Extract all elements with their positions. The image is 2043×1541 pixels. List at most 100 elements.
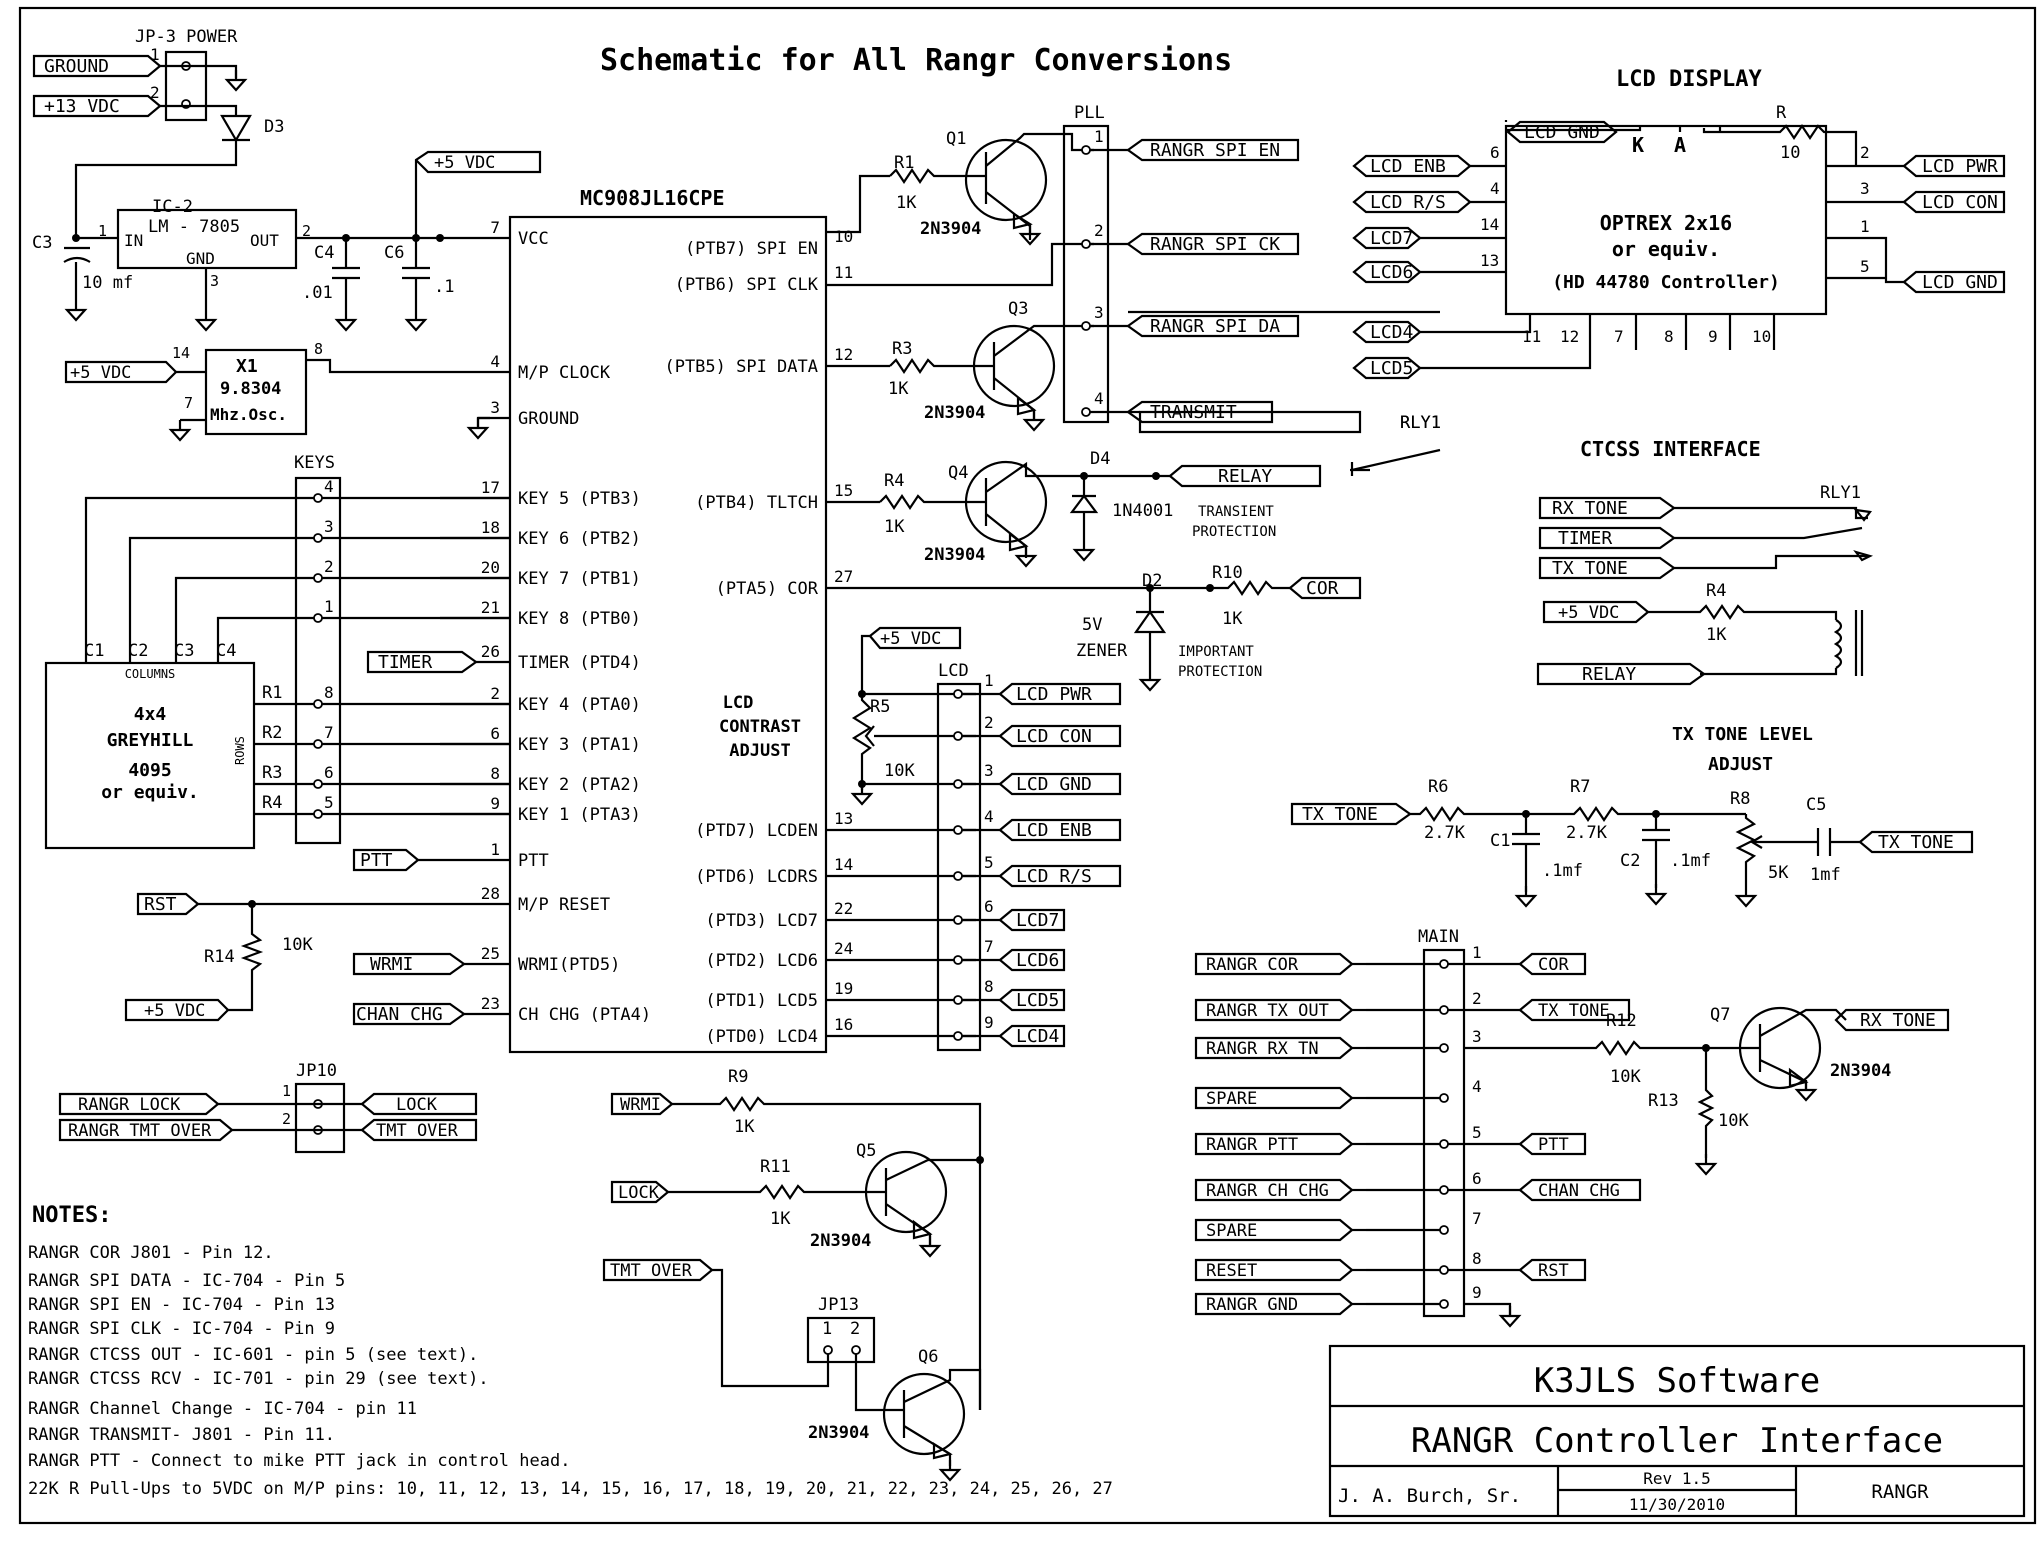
lcd-disp-bottom-pin: 8 (1664, 327, 1674, 346)
lcd-header-tag-label: LCD7 (1016, 910, 1059, 931)
lcd-header-pin (953, 995, 963, 1005)
sheet-title: Schematic for All Rangr Conversions (600, 43, 1232, 78)
ptt-tag (352, 848, 420, 872)
mcu-right-pin-num: 11 (834, 263, 853, 282)
c4-cap (332, 238, 360, 310)
lcd-disp-left-tag (1352, 320, 1422, 344)
r5-label: R5 (870, 697, 890, 717)
main-pin (1439, 1299, 1449, 1309)
r10-value: 1K (1222, 609, 1243, 629)
main-right-label: CHAN CHG (1538, 1181, 1620, 1201)
q5-type: 2N3904 (810, 1231, 871, 1251)
main-pin-num: 1 (1472, 943, 1482, 962)
main-header (1422, 948, 1466, 1318)
keys-pin (313, 699, 323, 709)
d2-zener2: ZENER (1076, 641, 1128, 661)
r4-resistor (879, 494, 960, 510)
lcd-header-pin-num: 8 (984, 977, 994, 996)
c5-cap (1816, 828, 1860, 856)
x1-freq: 9.8304 (220, 379, 281, 399)
q4-label: Q4 (948, 463, 968, 483)
r9-value: 1K (734, 1117, 755, 1137)
keys-pin-num: 8 (324, 683, 334, 702)
q3-label: Q3 (1008, 299, 1028, 319)
lower-transistor-section: WRMI R9 1K LOCK R11 1K Q5 2N3904 TMT OVE… (602, 1067, 984, 1482)
main-left-label: SPARE (1206, 1089, 1257, 1109)
mcu-left-pin-label: KEY 4 (PTA0) (518, 695, 641, 715)
mcu-right-pin-label: (PTD6) LCDRS (695, 867, 818, 887)
lcd-disp-right-label: LCD GND (1922, 272, 1998, 293)
c2-value: .1mf (1670, 851, 1711, 871)
keys-pin (313, 573, 323, 583)
main-pin (1439, 1043, 1449, 1053)
main-right-tag (1518, 952, 1587, 976)
jp10-pin1: 1 (282, 1082, 291, 1100)
lock-tag (360, 1092, 478, 1116)
keys-pin (313, 613, 323, 623)
keypad-col-wire (174, 576, 314, 663)
lock-tag-label: LOCK (396, 1095, 438, 1115)
q7-rx-tone-label: RX TONE (1860, 1010, 1936, 1031)
main-left-tag (1194, 1218, 1354, 1242)
main-pin (1439, 1139, 1449, 1149)
lcd-header-tag-label: LCD4 (1016, 1026, 1059, 1047)
cor-note1: IMPORTANT (1178, 644, 1254, 660)
lcd-header-pin (953, 731, 963, 741)
ic2-pin3: 3 (210, 272, 219, 290)
lcd-header-tag (998, 682, 1122, 706)
tb-company: K3JLS Software (1534, 1361, 1821, 1401)
mcu-right-pin-num: 12 (834, 345, 853, 364)
main-left-label: RANGR TX OUT (1206, 1001, 1329, 1021)
ctcss-v5-label: +5 VDC (1558, 603, 1619, 623)
mcu-right-pin-num: 14 (834, 855, 853, 874)
pll-tag (1126, 138, 1300, 162)
relay-tag (1168, 464, 1322, 488)
txlevel-in-label: TX TONE (1302, 804, 1378, 825)
pll-pin (1081, 321, 1091, 331)
jp10-pin2: 2 (282, 1110, 291, 1128)
r6-value: 2.7K (1424, 823, 1466, 843)
jp13-header (806, 1316, 876, 1364)
lcd-header-tag (998, 948, 1066, 972)
lcd-disp-right-wires (1826, 164, 1904, 284)
lcd-disp-left-tag (1352, 260, 1422, 284)
mcu-left-pin-label: KEY 8 (PTB0) (518, 609, 641, 629)
d2-zener1: 5V (1082, 615, 1102, 635)
main-left-label: RANGR CH CHG (1206, 1181, 1329, 1201)
keypad-col-label: C3 (174, 641, 194, 661)
keypad-body (44, 661, 256, 850)
lcd-header-tag (998, 988, 1066, 1012)
lcd-header-tag (998, 818, 1122, 842)
optrex-lcd (1504, 124, 1828, 316)
mcu-left-pin-label: KEY 3 (PTA1) (518, 735, 641, 755)
jp10-header (294, 1082, 346, 1154)
ground-tag (32, 54, 162, 78)
rst-v5-tag (124, 998, 230, 1022)
mcu-left-pin-num: 28 (481, 884, 500, 903)
tmt-over-label: TMT OVER (376, 1121, 459, 1141)
lcd-header-tag (998, 1024, 1066, 1048)
rst-v5-label: +5 VDC (144, 1001, 205, 1021)
lower-lock-tag (610, 1180, 670, 1204)
main-pin-num: 8 (1472, 1249, 1482, 1268)
rangr-tmt-tag (58, 1118, 234, 1142)
ctcss-tx-tone-label: TX TONE (1552, 558, 1628, 579)
rangr-tmt-label: RANGR TMT OVER (68, 1121, 212, 1141)
lcd-header-tag-label: LCD ENB (1016, 820, 1092, 841)
lcd-header-tag-label: LCD GND (1016, 774, 1092, 795)
c3-value: 10 mf (82, 273, 133, 293)
lower-tmt-tag (602, 1258, 714, 1282)
main-left-label: RANGR PTT (1206, 1135, 1298, 1155)
main-pin-num: 2 (1472, 989, 1482, 1008)
mcu-part: MC908JL16CPE (580, 186, 725, 210)
pll-pin-num: 1 (1094, 127, 1104, 146)
main-left-tag (1194, 1292, 1354, 1316)
lcd-header-pin-num: 1 (984, 671, 994, 690)
ctcss-r4-value: 1K (1706, 625, 1727, 645)
keys-pin (313, 779, 323, 789)
keys-pin (313, 493, 323, 503)
osc-v5-label: +5 VDC (70, 363, 131, 383)
note-line: 22K R Pull-Ups to 5VDC on M/P pins: 10, … (28, 1479, 1113, 1499)
main-right-tag (1518, 1258, 1587, 1282)
keys-pin-num: 7 (324, 723, 334, 742)
